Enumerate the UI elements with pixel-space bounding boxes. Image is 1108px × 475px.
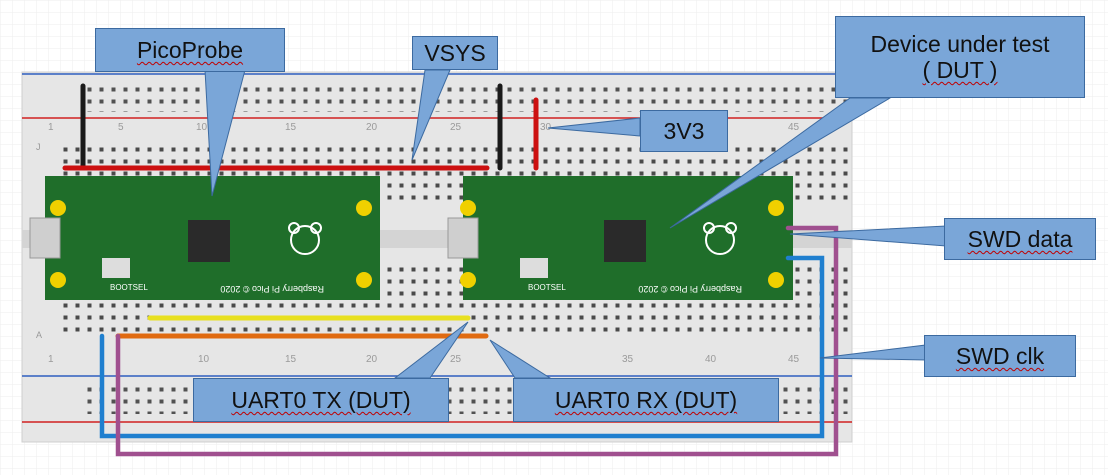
- swd-clk-callout: SWD clk: [924, 335, 1076, 377]
- row-letter: J: [36, 142, 41, 152]
- picoprobe-label: PicoProbe: [136, 36, 244, 63]
- column-number: 35: [622, 354, 634, 365]
- dut-label-line2: ( DUT ): [922, 57, 998, 83]
- column-number: 20: [366, 354, 378, 365]
- column-number: 30: [540, 122, 552, 133]
- pico-silk-name: Raspberry Pi Pico © 2020: [638, 284, 742, 294]
- 3v3-label: 3V3: [663, 117, 705, 144]
- raspberry-logo-icon: [703, 222, 737, 255]
- column-number: 25: [450, 354, 462, 365]
- column-number: 10: [198, 354, 210, 365]
- pico-silk-name: Raspberry Pi Pico © 2020: [220, 284, 324, 294]
- top-rail-holes: [80, 80, 850, 112]
- dut-callout: Device under test ( DUT ): [835, 16, 1085, 98]
- column-number: 20: [366, 122, 378, 133]
- usb-connector: [447, 217, 479, 259]
- rp2040-chip: [188, 220, 230, 262]
- bootsel-label: BOOTSEL: [528, 283, 566, 292]
- bootsel-button: [102, 258, 130, 278]
- 3v3-callout: 3V3: [640, 110, 728, 152]
- column-number: 45: [788, 122, 800, 133]
- column-number: 45: [788, 354, 800, 365]
- column-number: 40: [705, 354, 717, 365]
- dut-label-line1: Device under test: [870, 30, 1050, 57]
- rp2040-chip: [604, 220, 646, 262]
- column-number: 15: [285, 354, 297, 365]
- mount-holes: [460, 200, 784, 288]
- bootsel-button: [520, 258, 548, 278]
- column-number: 1: [48, 122, 54, 133]
- uart-rx-label: UART0 RX (DUT): [554, 386, 738, 413]
- column-number: 10: [196, 122, 208, 133]
- swd-data-wire-purple: [115, 225, 839, 457]
- column-number: 15: [285, 122, 297, 133]
- uart-rx-callout: UART0 RX (DUT): [513, 378, 779, 422]
- dut-board: Raspberry Pi Pico © 2020 BOOTSEL: [447, 176, 793, 300]
- raspberry-logo-icon: [288, 222, 322, 255]
- column-number: 5: [118, 122, 124, 133]
- column-number: 25: [450, 122, 462, 133]
- swd-clk-label: SWD clk: [955, 342, 1045, 369]
- callout-pointers: [204, 69, 947, 379]
- swd-clk-wire-blue: [99, 255, 825, 439]
- picoprobe-callout: PicoProbe: [95, 28, 285, 72]
- uart-tx-label: UART0 TX (DUT): [231, 386, 411, 413]
- wires: [62, 83, 839, 457]
- uart-tx-callout: UART0 TX (DUT): [193, 378, 449, 422]
- swd-data-label: SWD data: [967, 225, 1073, 252]
- swd-data-callout: SWD data: [944, 218, 1096, 260]
- bootsel-label: BOOTSEL: [110, 283, 148, 292]
- row-letter: A: [36, 330, 42, 340]
- column-number: 1: [48, 354, 54, 365]
- vsys-label: VSYS: [424, 39, 486, 66]
- mount-holes: [50, 200, 372, 288]
- picoprobe-board: Raspberry Pi Pico © 2020 BOOTSEL: [29, 176, 380, 300]
- vsys-callout: VSYS: [412, 36, 498, 70]
- usb-connector: [29, 217, 61, 259]
